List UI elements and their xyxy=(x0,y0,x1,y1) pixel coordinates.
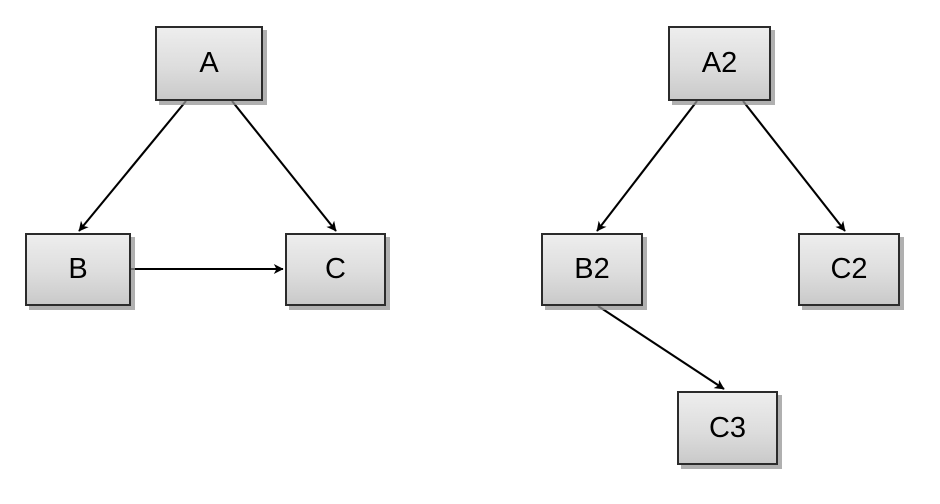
node-a[interactable]: A xyxy=(155,26,263,101)
node-c3[interactable]: C3 xyxy=(677,391,778,465)
node-b2-label: B2 xyxy=(574,253,610,285)
node-b[interactable]: B xyxy=(25,233,131,306)
node-b-label: B xyxy=(68,253,88,285)
edge-a-to-b xyxy=(78,100,187,232)
node-c3-label: C3 xyxy=(708,411,747,444)
edge-a2-to-c2 xyxy=(742,100,846,232)
edge-b2-to-c3 xyxy=(597,305,725,390)
node-b2[interactable]: B2 xyxy=(541,233,643,306)
edge-a-to-c xyxy=(231,100,337,232)
node-c-label: C xyxy=(325,253,346,285)
node-c[interactable]: C xyxy=(285,233,386,306)
node-a2-label: A2 xyxy=(701,47,738,79)
node-c2-label: C2 xyxy=(830,253,868,285)
node-c2[interactable]: C2 xyxy=(798,233,900,306)
edges-group xyxy=(78,100,846,390)
node-a-label: A xyxy=(199,47,219,79)
node-a2[interactable]: A2 xyxy=(668,26,771,101)
edge-a2-to-b2 xyxy=(596,100,698,232)
